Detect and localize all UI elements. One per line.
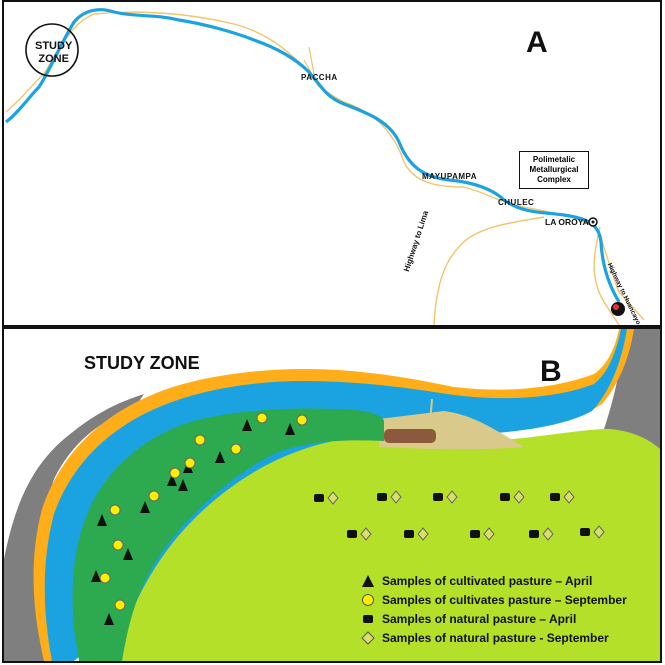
sample-cultivated-april: [285, 423, 295, 435]
triangle-icon: [362, 574, 374, 587]
sample-cultivated-september: [194, 434, 206, 446]
place-la-oroya: LA OROYA: [545, 217, 589, 227]
sample-cultivated-april: [242, 419, 252, 431]
sample-cultivated-september: [148, 490, 160, 502]
sample-natural-april: [470, 530, 480, 538]
sample-natural-september: [446, 490, 458, 504]
rock-area-right: [604, 329, 660, 449]
place-paccha: PACCHA: [301, 73, 338, 82]
sample-natural-april: [529, 530, 539, 538]
sample-natural-september: [513, 490, 525, 504]
sample-natural-september: [360, 527, 372, 541]
sample-cultivated-september: [169, 467, 181, 479]
sample-cultivated-april: [91, 570, 101, 582]
sample-markers: [91, 412, 605, 625]
sample-cultivated-april: [104, 613, 114, 625]
map-panel-b: STUDY ZONE B Samples of cultivated pastu…: [2, 327, 662, 663]
panel-a-letter: A: [526, 26, 548, 59]
legend-item: Samples of natural pasture – April: [360, 609, 627, 628]
study-zone-circle: [25, 23, 79, 77]
complex-box: Polimetalic Metallurgical Complex: [519, 151, 589, 189]
sample-natural-september: [390, 490, 402, 504]
sample-cultivated-september: [296, 414, 308, 426]
sample-cultivated-september: [114, 599, 126, 611]
study-zone-label: STUDY ZONE: [35, 40, 72, 66]
sample-natural-april: [314, 494, 324, 502]
sample-natural-september: [593, 525, 605, 539]
building: [384, 429, 436, 443]
legend-item: Samples of cultivates pasture – Septembe…: [360, 590, 627, 609]
sample-natural-april: [433, 493, 443, 501]
sample-natural-april: [550, 493, 560, 501]
sample-cultivated-april: [167, 474, 177, 486]
sample-cultivated-april: [215, 451, 225, 463]
smelter-marker-red: [613, 304, 619, 310]
la-oroya-marker-dot: [591, 220, 595, 224]
panel-b-title: STUDY ZONE: [84, 353, 200, 373]
panel-b-letter: B: [540, 355, 562, 388]
map-panel-a: STUDY ZONE A PACCHA MAYUPAMPA CHULEC LA …: [2, 0, 662, 327]
sample-cultivated-april: [123, 548, 133, 560]
sample-cultivated-april: [97, 514, 107, 526]
study-zone-line-1: STUDY: [35, 40, 73, 52]
river-line: [5, 8, 621, 303]
study-zone-map: [4, 329, 660, 661]
sample-natural-september: [563, 490, 575, 504]
legend-label: Samples of cultivated pasture – April: [382, 573, 593, 588]
sample-cultivated-september: [256, 412, 268, 424]
river-channel: [44, 329, 628, 661]
complex-line-2: Metallurgical: [529, 165, 579, 174]
regional-map: [5, 8, 645, 325]
legend-item: Samples of natural pasture - September: [360, 628, 627, 647]
sample-natural-september: [417, 527, 429, 541]
legend-label: Samples of cultivates pasture – Septembe…: [382, 592, 627, 607]
sample-cultivated-april: [178, 479, 188, 491]
sample-natural-april: [500, 493, 510, 501]
cultivated-pasture: [72, 408, 384, 661]
sample-natural-april: [580, 528, 590, 536]
sample-natural-april: [347, 530, 357, 538]
sample-cultivated-april: [140, 501, 150, 513]
square-icon: [363, 614, 373, 623]
legend-label: Samples of natural pasture – April: [382, 611, 577, 626]
sample-cultivated-september: [109, 504, 121, 516]
sample-cultivated-september: [230, 443, 242, 455]
sample-cultivated-september: [112, 539, 124, 551]
study-zone-line-2: ZONE: [38, 53, 69, 65]
place-chulec: CHULEC: [498, 198, 535, 207]
sample-cultivated-september: [184, 457, 196, 469]
sample-natural-september: [483, 527, 495, 541]
complex-line-1: Polimetalic: [532, 155, 576, 164]
diamond-icon: [361, 630, 375, 645]
place-mayupampa: MAYUPAMPA: [422, 172, 478, 181]
legend-label: Samples of natural pasture - September: [382, 630, 609, 645]
sample-natural-april: [404, 530, 414, 538]
road-lima: [433, 216, 545, 325]
path-line: [429, 398, 433, 425]
natural-pasture: [114, 429, 660, 661]
sample-natural-september: [542, 527, 554, 541]
map-legend: Samples of cultivated pasture – April Sa…: [360, 571, 627, 647]
legend-item: Samples of cultivated pasture – April: [360, 571, 627, 590]
complex-line-3: Complex: [537, 175, 571, 184]
circle-icon: [362, 593, 374, 606]
sample-natural-september: [327, 491, 339, 505]
sample-cultivated-september: [99, 572, 111, 584]
sample-natural-april: [377, 493, 387, 501]
